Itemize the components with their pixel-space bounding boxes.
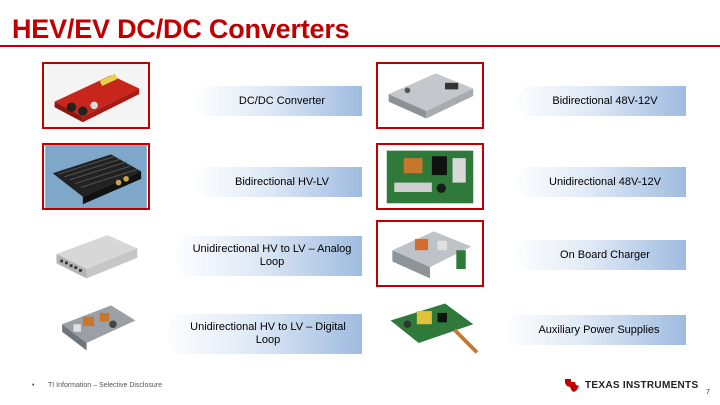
ti-state-icon	[565, 379, 579, 392]
label-bidirectional-48v-12v: Bidirectional 48V-12V	[512, 86, 686, 116]
product-photo-dc-dc-converter	[42, 62, 150, 129]
slide-title: HEV/EV DC/DC Converters	[12, 14, 350, 44]
product-photo-unidirectional-analog	[42, 220, 150, 287]
label-auxiliary-power-supplies: Auxiliary Power Supplies	[500, 315, 686, 345]
label-on-board-charger: On Board Charger	[512, 240, 686, 270]
label-unidirectional-digital-loop: Unidirectional HV to LV – Digital Loop	[162, 314, 362, 354]
texas-instruments-logo: TEXAS INSTRUMENTS	[563, 376, 698, 394]
product-photo-on-board-charger	[376, 220, 484, 287]
label-unidirectional-48v-12v: Unidirectional 48V-12V	[512, 167, 686, 197]
product-photo-bidirectional-48v-12v	[376, 62, 484, 129]
footer-disclosure: TI Information – Selective Disclosure	[48, 382, 162, 389]
page-number: 7	[706, 389, 710, 396]
product-photo-bidirectional-hv-lv	[42, 143, 150, 210]
product-photo-unidirectional-digital	[42, 294, 150, 361]
label-bidirectional-hv-lv: Bidirectional HV-LV	[190, 167, 362, 197]
ti-logo-text: TEXAS INSTRUMENTS	[585, 379, 699, 391]
product-photo-unidirectional-48v-12v	[376, 143, 484, 210]
title-divider	[0, 45, 720, 47]
label-dc-dc-converter: DC/DC Converter	[190, 86, 362, 116]
product-photo-auxiliary-power-supplies	[376, 294, 484, 361]
footer-bullet: •	[32, 382, 35, 389]
label-unidirectional-analog-loop: Unidirectional HV to LV – Analog Loop	[170, 236, 362, 276]
